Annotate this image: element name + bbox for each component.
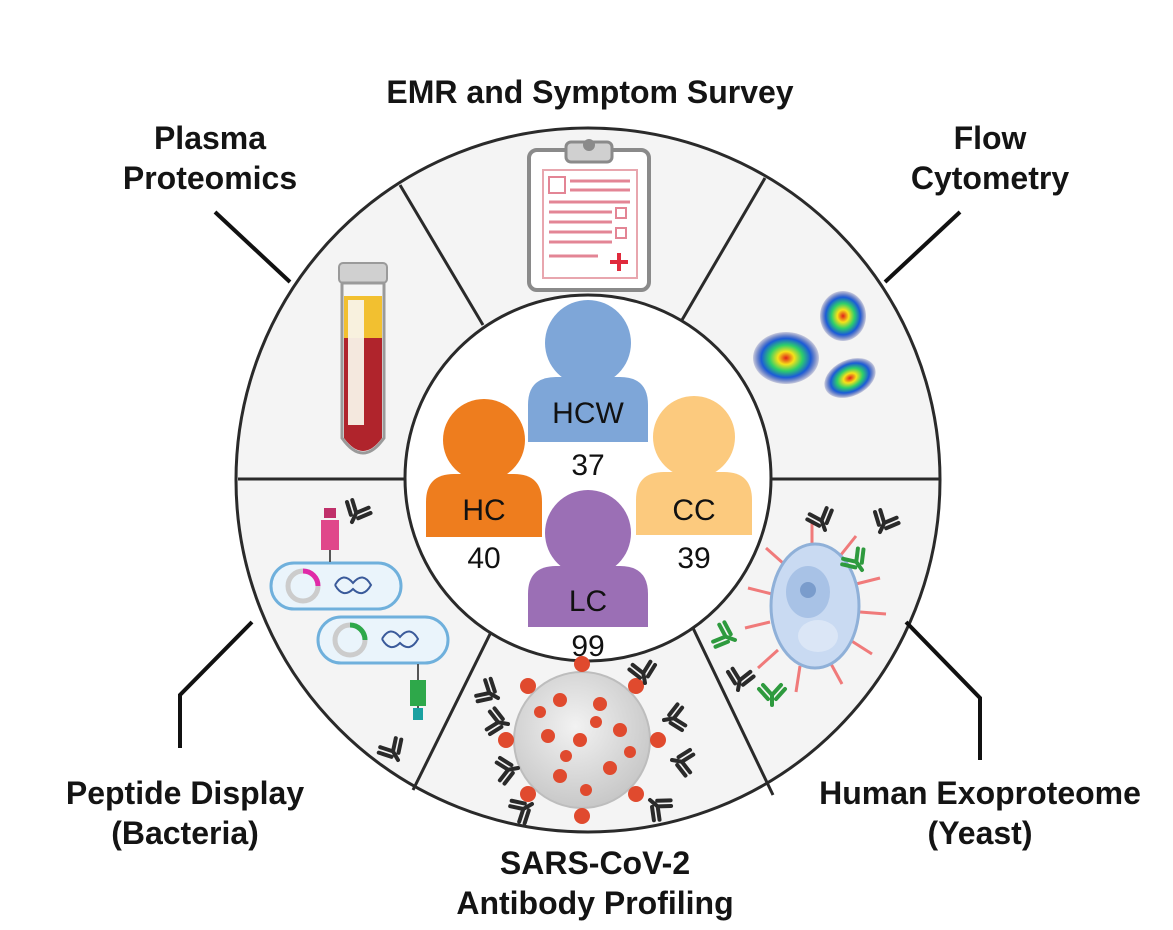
label-plasma-proteomics: Plasma Proteomics — [90, 118, 330, 198]
label-peptide-line1: Peptide Display — [65, 775, 305, 811]
cohort-hc-head — [443, 399, 525, 481]
label-plasma-line2: Proteomics — [122, 160, 298, 196]
label-exo-line1: Human Exoproteome — [819, 775, 1141, 811]
flow-plot-icon — [753, 291, 876, 398]
cohort-lc-body — [528, 566, 648, 627]
label-flow-cytometry: Flow Cytometry — [880, 118, 1100, 198]
cohort-cc-head — [653, 396, 735, 478]
label-emr-survey-line1: EMR and Symptom Survey — [386, 74, 794, 110]
label-flow-line2: Cytometry — [910, 160, 1070, 196]
sector-dividers — [238, 177, 940, 796]
label-peptide-display: Peptide Display (Bacteria) — [30, 773, 340, 853]
cohort-hc-label: HC — [462, 494, 505, 527]
label-sars-line1: SARS-CoV-2 — [499, 845, 691, 881]
cohort-hc-count: 40 — [467, 542, 500, 575]
label-flow-line1: Flow — [953, 120, 1027, 156]
cohort-hc-body — [426, 474, 542, 537]
virus-icon — [498, 656, 666, 824]
cohort-hcw-head — [545, 300, 631, 386]
cohort-hcw-count: 37 — [571, 449, 604, 482]
cohort-hc-figure: HC 40 — [426, 399, 542, 575]
label-plasma-line1: Plasma — [153, 120, 267, 156]
cohort-hcw-figure: HCW 37 — [528, 300, 648, 482]
cohort-hcw-label: HCW — [552, 397, 624, 430]
bacteria-icon — [269, 508, 450, 720]
clipboard-icon — [527, 139, 651, 292]
cohort-lc-figure: LC 99 — [528, 490, 648, 663]
cohort-cc-figure: CC 39 — [636, 396, 752, 575]
leader-lines — [178, 210, 982, 760]
cohort-lc-head — [545, 490, 631, 576]
cohort-cc-label: CC — [672, 494, 715, 527]
label-peptide-line2: (Bacteria) — [111, 815, 259, 851]
cohort-cc-count: 39 — [677, 542, 710, 575]
cohort-hcw-body — [528, 377, 648, 442]
cohort-lc-count: 99 — [571, 630, 604, 663]
label-sars-line2: Antibody Profiling — [456, 885, 734, 921]
yeast-cell-icon — [744, 520, 887, 693]
label-human-exoproteome: Human Exoproteome (Yeast) — [795, 773, 1165, 853]
label-sars-cov-2: SARS-CoV-2 Antibody Profiling — [410, 843, 780, 923]
blood-tube-icon — [338, 262, 388, 455]
cohort-lc-label: LC — [569, 585, 607, 618]
label-exo-line2: (Yeast) — [927, 815, 1033, 851]
cohort-cc-body — [636, 472, 752, 535]
label-emr-survey: EMR and Symptom Survey — [300, 72, 880, 112]
